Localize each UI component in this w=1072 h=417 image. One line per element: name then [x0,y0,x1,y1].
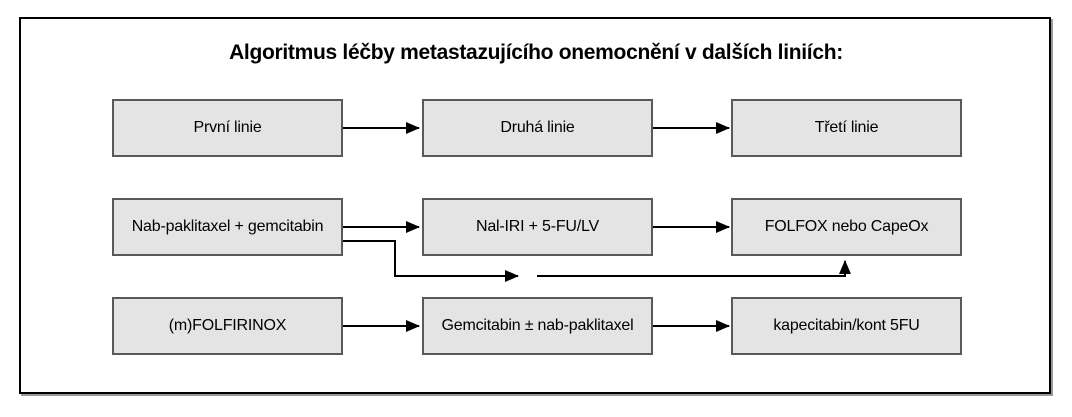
box-first-line: První linie [112,99,343,157]
box-gemcitabin-nab-paklitaxel: Gemcitabin ± nab-paklitaxel [422,297,653,355]
box-folfox-capeox-label: FOLFOX nebo CapeOx [764,218,929,235]
box-mfolfirinox-label: (m)FOLFIRINOX [168,317,287,334]
box-third-line: Třetí linie [731,99,962,157]
box-first-line-label: První linie [193,119,262,136]
box-nal-iri-5fu-lv: Nal-IRI + 5-FU/LV [422,198,653,256]
box-second-line-label: Druhá linie [500,119,575,136]
box-kapecitabin-kont-5fu: kapecitabin/kont 5FU [731,297,962,355]
box-nab-paklitaxel-gemcitabin-label: Nab-paklitaxel + gemcitabin [131,218,324,235]
diagram-frame [19,17,1051,394]
box-folfox-capeox: FOLFOX nebo CapeOx [731,198,962,256]
diagram-title: Algoritmus léčby metastazujícího onemocn… [229,41,843,64]
box-second-line: Druhá linie [422,99,653,157]
box-mfolfirinox: (m)FOLFIRINOX [112,297,343,355]
box-gemcitabin-nab-paklitaxel-label: Gemcitabin ± nab-paklitaxel [441,317,634,334]
box-nal-iri-5fu-lv-label: Nal-IRI + 5-FU/LV [476,218,599,235]
box-kapecitabin-kont-5fu-label: kapecitabin/kont 5FU [773,317,920,334]
box-nab-paklitaxel-gemcitabin: Nab-paklitaxel + gemcitabin [112,198,343,256]
box-third-line-label: Třetí linie [814,119,879,136]
